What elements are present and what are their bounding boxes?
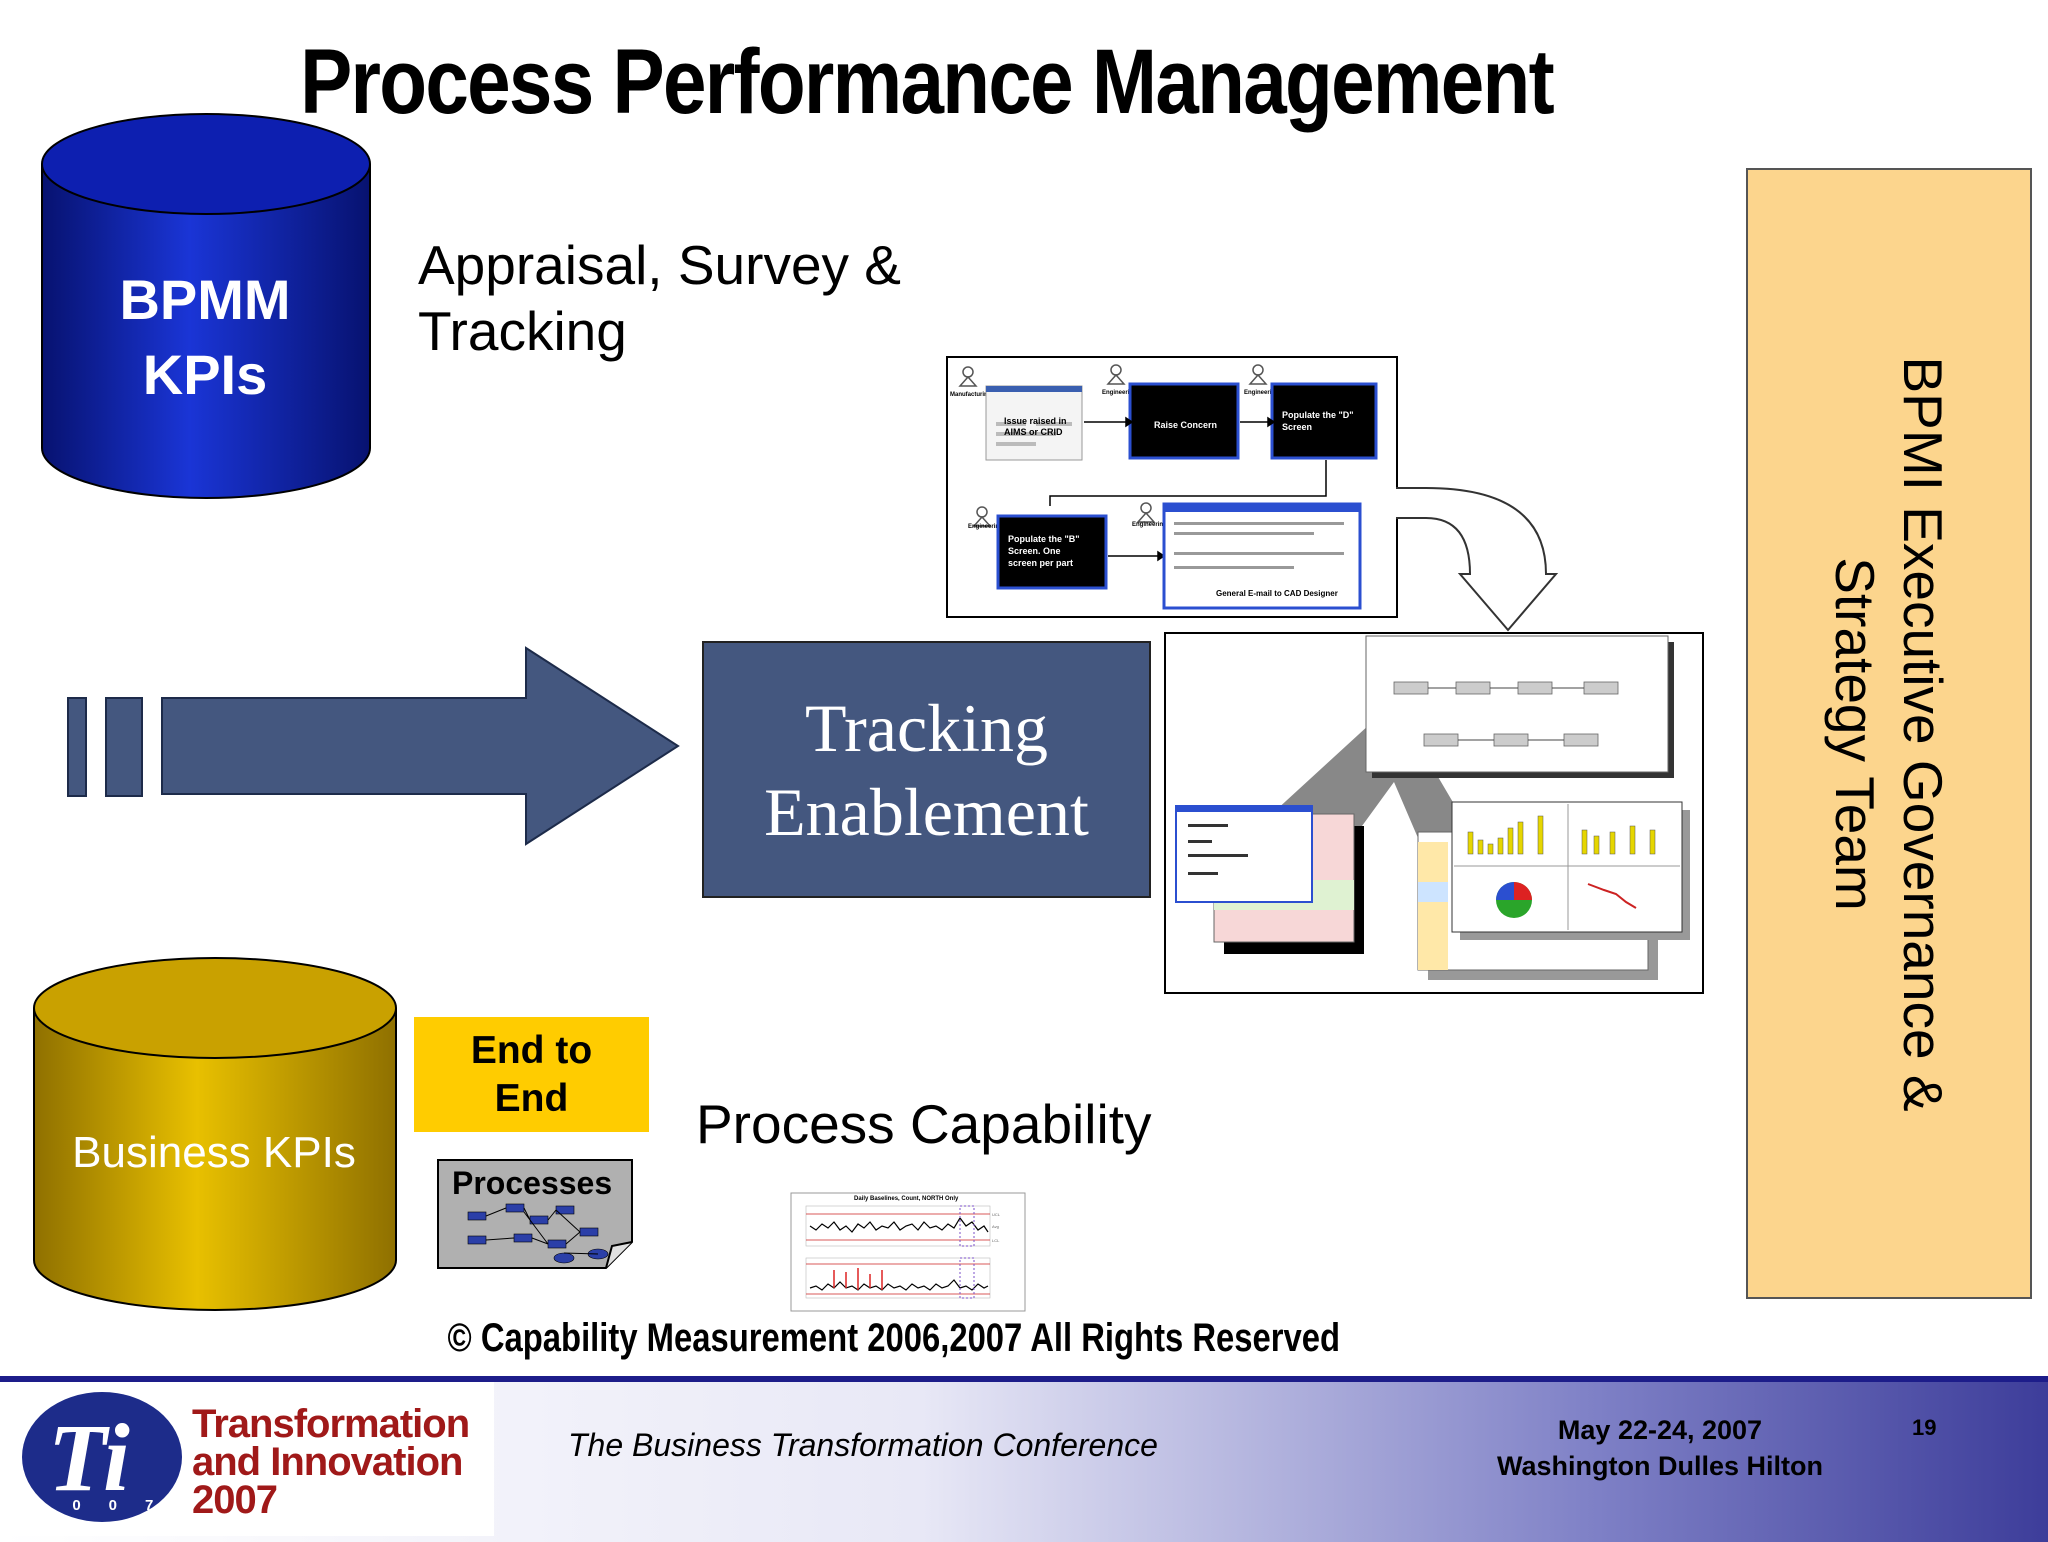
dashboard-collage xyxy=(1164,632,1704,994)
curved-down-arrow xyxy=(1396,487,1559,632)
logo-line2: and Innovation xyxy=(192,1440,463,1484)
ti-logo-icon: Ti 2007 xyxy=(22,1392,182,1522)
step1-line2: AIMS or CRID xyxy=(1004,427,1063,437)
capability-chart-title: Daily Baselines, Count, NORTH Only xyxy=(854,1196,959,1202)
conference-name: The Business Transformation Conference xyxy=(568,1427,1158,1463)
page-number: 19 xyxy=(1912,1415,1937,1440)
step3-line1: Populate the "D" xyxy=(1282,410,1354,420)
bpmm-label-line1: BPMM xyxy=(119,268,291,331)
logo-line1: Transformation xyxy=(192,1402,470,1446)
governance-text: BPMI Executive Governance & Strategy Tea… xyxy=(1821,184,1957,1284)
role-engineering-3: Engineering xyxy=(968,524,1003,530)
logo-line3: 2007 xyxy=(192,1478,278,1522)
main-arrow xyxy=(67,646,680,846)
step5-label: General E-mail to CAD Designer xyxy=(1216,589,1338,598)
event-date-location: May 22-24, 2007 Washington Dulles Hilton xyxy=(1480,1412,1840,1484)
appraisal-line1: Appraisal, Survey & xyxy=(418,234,901,296)
end-to-end-line2: End xyxy=(494,1076,569,1120)
business-kpis-label: Business KPIs xyxy=(72,1128,356,1177)
role-engineering-2: Engineering xyxy=(1244,390,1279,396)
end-to-end-line1: End to xyxy=(470,1028,593,1072)
processes-box: Processes xyxy=(437,1159,633,1269)
svg-text:UCL: UCL xyxy=(992,1212,1001,1217)
workflow-diagram: Manufacturing Engineering Engineering En… xyxy=(946,356,1398,618)
step3-line2: Screen xyxy=(1282,422,1312,432)
appraisal-line2: Tracking xyxy=(418,300,627,362)
logo-wordmark: Transformation and Innovation 2007 xyxy=(192,1402,470,1522)
tracking-line1: Tracking xyxy=(804,689,1049,766)
logo-year-small: 2007 xyxy=(36,1497,182,1514)
step1-line1: Issue raised in xyxy=(1004,416,1067,426)
process-capability-label: Process Capability xyxy=(696,1093,1152,1155)
capability-chart-thumbnail: Daily Baselines, Count, NORTH Only UCL Av… xyxy=(790,1192,1026,1312)
tracking-line2: Enablement xyxy=(764,773,1089,850)
slide-title: Process Performance Management xyxy=(300,31,1555,133)
step4-line1: Populate the "B" xyxy=(1008,534,1080,544)
governance-line2: Strategy Team xyxy=(1824,556,1886,911)
tracking-enablement-box: Tracking Enablement xyxy=(702,641,1151,898)
event-location: Washington Dulles Hilton xyxy=(1497,1451,1823,1481)
governance-box: BPMI Executive Governance & Strategy Tea… xyxy=(1746,168,2032,1299)
governance-line1: BPMI Executive Governance & xyxy=(1892,355,1954,1112)
bpmm-kpis-label: BPMM KPIs xyxy=(42,262,368,412)
bpmm-cylinder xyxy=(41,113,371,499)
processes-label: Processes xyxy=(452,1165,612,1201)
role-manufacturing: Manufacturing xyxy=(950,392,992,398)
event-date: May 22-24, 2007 xyxy=(1557,1415,1763,1445)
bpmm-label-line2: KPIs xyxy=(142,343,268,406)
step4-line3: screen per part xyxy=(1008,558,1073,568)
role-engineering-1: Engineering xyxy=(1102,390,1137,396)
end-to-end-box: End to End xyxy=(414,1017,649,1132)
role-engineering-4: Engineering xyxy=(1132,522,1167,528)
appraisal-text: Appraisal, Survey & Tracking xyxy=(418,232,901,364)
copyright-notice: © Capability Measurement 2006,2007 All R… xyxy=(447,1316,1341,1360)
step4-line2: Screen. One xyxy=(1008,546,1061,556)
svg-text:LCL: LCL xyxy=(992,1238,1000,1243)
step2-label: Raise Concern xyxy=(1154,420,1217,430)
svg-text:Avg: Avg xyxy=(992,1224,999,1229)
business-cylinder xyxy=(33,957,397,1311)
